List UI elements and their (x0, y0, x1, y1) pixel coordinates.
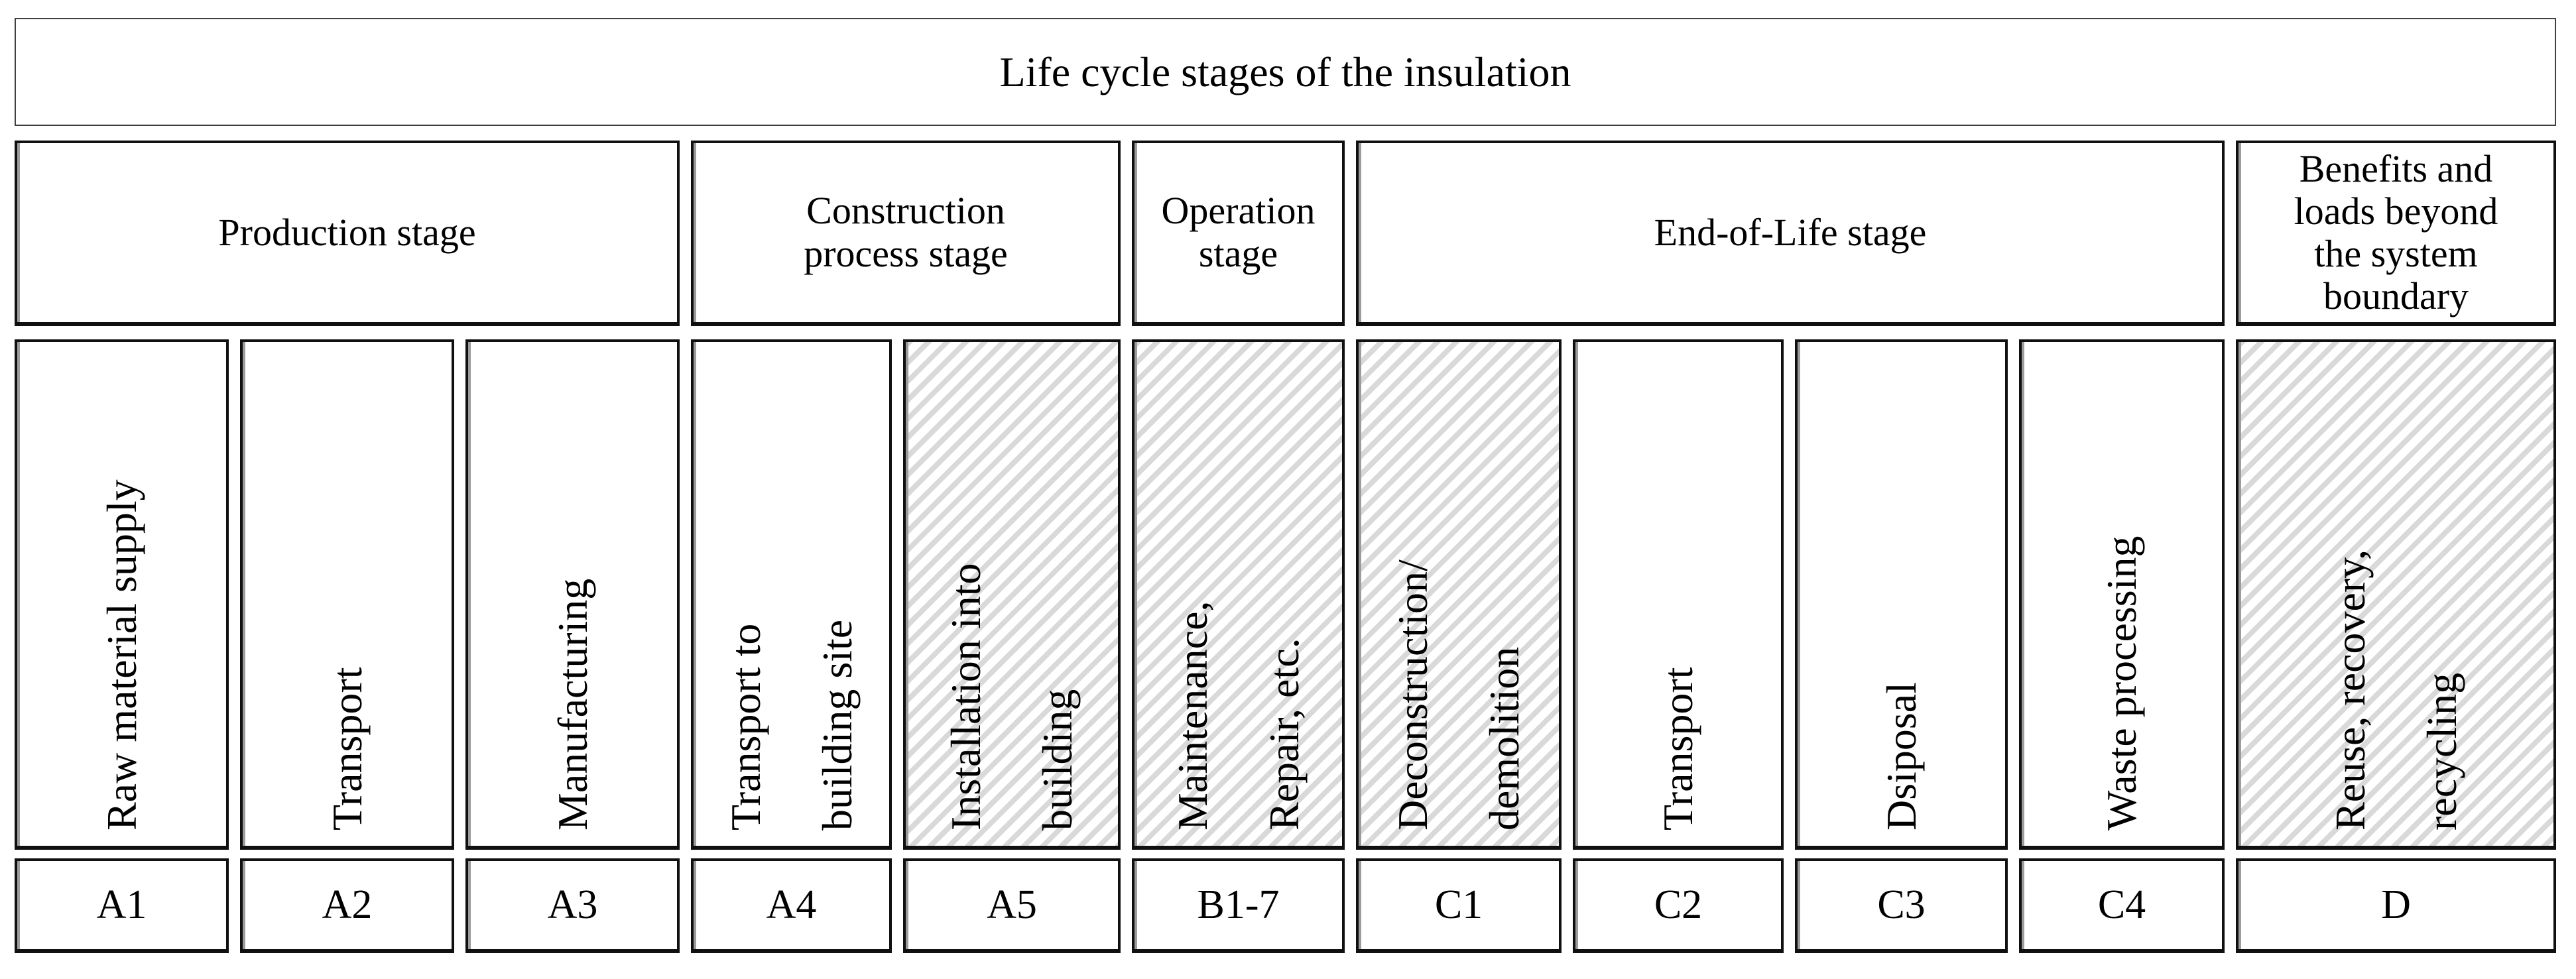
code-box-a2: A2 (240, 858, 454, 953)
code-box-c3: C3 (1795, 858, 2008, 953)
code-box-a4: A4 (691, 858, 892, 953)
vertical-label-a4: Transport to building site (721, 619, 861, 831)
code-box-a5: A5 (903, 858, 1121, 953)
stage-group-construction: Construction process stage (691, 141, 1121, 326)
code-box-a3: A3 (465, 858, 680, 953)
stage-group-production: Production stage (15, 141, 680, 326)
vertical-label-c1: Deconstruction/ demolition (1389, 559, 1528, 831)
stage-group-operation: Operation stage (1132, 141, 1345, 326)
vertical-label-a1: Raw material supply (97, 479, 145, 831)
stage-cell-c3: Dsiposal (1795, 339, 2008, 850)
code-box-b1-7: B1-7 (1132, 858, 1345, 953)
code-box-a1: A1 (15, 858, 229, 953)
vertical-label-c3: Dsiposal (1877, 682, 1925, 831)
figure-title: Life cycle stages of the insulation (15, 18, 2556, 126)
stage-cell-a4: Transport to building site (691, 339, 892, 850)
vertical-label-c2: Transport (1654, 667, 1702, 831)
vertical-label-d: Reuse, recovery, recycling (2326, 549, 2465, 831)
code-box-c4: C4 (2019, 858, 2225, 953)
code-box-c2: C2 (1573, 858, 1784, 953)
vertical-label-a5: Installation into building (942, 563, 1081, 831)
code-box-d: D (2236, 858, 2556, 953)
vertical-label-c4: Waste processing (2098, 536, 2146, 831)
stage-cell-a5: Installation into building (903, 339, 1121, 850)
vertical-label-a3: Manufacturing (548, 578, 596, 831)
stage-cell-d: Reuse, recovery, recycling (2236, 339, 2556, 850)
vertical-label-a2: Transport (323, 667, 371, 831)
vertical-label-b1-7: Maintenance, Repair, etc. (1168, 601, 1308, 831)
stage-cell-a3: Manufacturing (465, 339, 680, 850)
code-box-c1: C1 (1356, 858, 1562, 953)
stage-cell-c4: Waste processing (2019, 339, 2225, 850)
stage-group-benefits: Benefits and loads beyond the system bou… (2236, 141, 2556, 326)
stage-cell-a1: Raw material supply (15, 339, 229, 850)
stage-group-end-of-life: End-of-Life stage (1356, 141, 2225, 326)
stage-cell-a2: Transport (240, 339, 454, 850)
stage-cell-b1-7: Maintenance, Repair, etc. (1132, 339, 1345, 850)
stage-cell-c1: Deconstruction/ demolition (1356, 339, 1562, 850)
stage-cell-c2: Transport (1573, 339, 1784, 850)
